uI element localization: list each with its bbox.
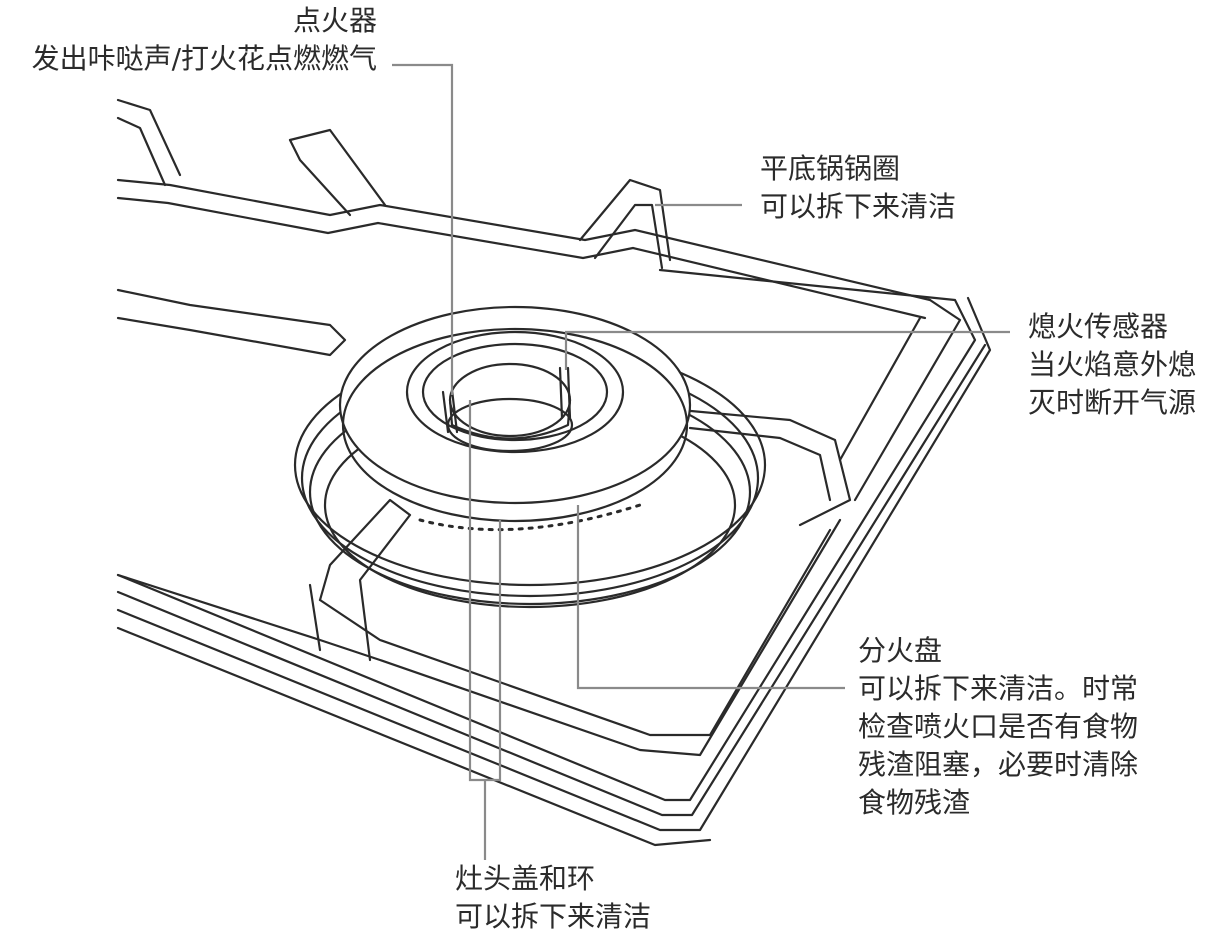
igniter-desc: 发出咔哒声/打火花点燃燃气 <box>31 42 377 75</box>
burner-cap-desc: 可以拆下来清洁 <box>455 900 652 933</box>
flame-sensor-label: 熄火传感器 当火焰意外熄 灭时断开气源 <box>1028 308 1196 422</box>
flame-sensor-pin <box>558 366 572 420</box>
leader-burner-head <box>576 505 845 690</box>
flame-sensor-title: 熄火传感器 <box>1028 310 1169 343</box>
leader-igniter <box>392 63 454 395</box>
leader-flame-sensor <box>564 330 1010 370</box>
igniter-label: 点火器 发出咔哒声/打火花点燃燃气 <box>32 2 377 78</box>
pan-support-desc: 可以拆下来清洁 <box>760 190 957 223</box>
pan-support-title: 平底锅锅圈 <box>760 152 901 185</box>
burner-cap-title: 灶头盖和环 <box>455 862 596 895</box>
burner-head-title: 分火盘 <box>858 634 943 667</box>
igniter-title: 点火器 <box>292 4 377 37</box>
flame-sensor-desc-2: 灭时断开气源 <box>1028 386 1197 419</box>
burner-cap <box>446 362 574 453</box>
burner-head-desc-4: 食物残渣 <box>858 786 971 819</box>
pan-support-label: 平底锅锅圈 可以拆下来清洁 <box>760 150 956 226</box>
flame-sensor-desc-1: 当火焰意外熄 <box>1028 348 1197 381</box>
burner-cap-label: 灶头盖和环 可以拆下来清洁 <box>455 860 651 936</box>
burner-head-label: 分火盘 可以拆下来清洁。时常 检查喷火口是否有食物 残渣阻塞，必要时清除 食物残… <box>858 632 1138 822</box>
pan-support-grate <box>116 98 962 757</box>
burner-head-desc-2: 检查喷火口是否有食物 <box>858 710 1139 743</box>
igniter-pin <box>441 388 459 434</box>
burner-head-desc-3: 残渣阻塞，必要时清除 <box>858 748 1139 781</box>
flame-ports <box>418 503 642 532</box>
burner-head-desc-1: 可以拆下来清洁。时常 <box>858 672 1139 705</box>
leader-lines <box>392 63 1010 860</box>
leader-burner-cap <box>468 400 502 860</box>
